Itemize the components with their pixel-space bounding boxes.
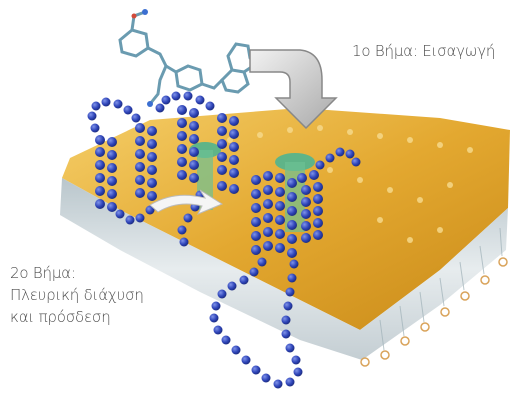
step-2-title: 2ο Βήμα: — [10, 262, 160, 284]
step-1-caption: 1ο Βήμα: Εισαγωγή — [352, 40, 495, 62]
step-2-line-2: Πλευρική διάχυση — [10, 284, 160, 306]
step-2-caption: 2ο Βήμα: Πλευρική διάχυση και πρόσδεση — [10, 262, 160, 328]
molecule-atoms — [142, 9, 153, 107]
step-2-line-3: και πρόσδεση — [10, 306, 160, 328]
ligand-molecule-icon — [120, 12, 256, 104]
